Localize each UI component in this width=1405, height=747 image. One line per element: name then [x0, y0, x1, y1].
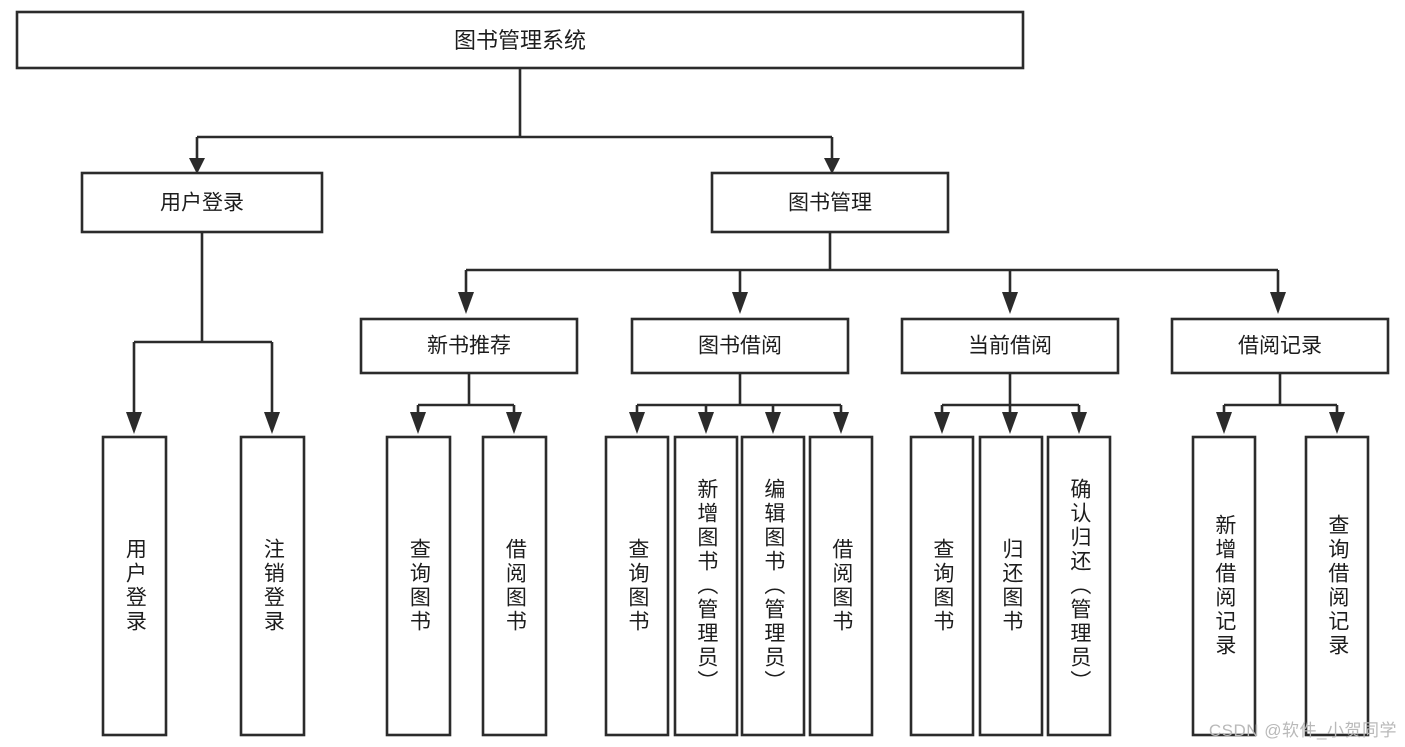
node-layer: 图书管理系统 用户登录 图书管理 新书推荐 图书借阅 当前借阅 借阅记录	[15, 10, 1390, 737]
leaf-box-add-borrow-record[interactable]	[1191, 435, 1257, 737]
node-root-label: 图书管理系统	[454, 28, 586, 53]
leaf-box-logout[interactable]	[239, 435, 306, 737]
node-user-login-label: 用户登录	[160, 192, 244, 215]
watermark-text: CSDN @软件_小贺同学	[1208, 721, 1397, 740]
arrowhead-newbook-leaf-1	[410, 412, 426, 434]
node-book-borrow-box[interactable]	[630, 317, 850, 375]
arrowhead-currentborrow-leaf-1	[934, 412, 950, 434]
arrowhead-newbook-leaf-2	[506, 412, 522, 434]
leaf-box-confirm-return-admin[interactable]	[1046, 435, 1112, 737]
leaf-box-query-borrow-record[interactable]	[1304, 435, 1370, 737]
leaf-box-borrow-book-recommend[interactable]	[481, 435, 548, 737]
arrowhead-currentborrow-leaf-3	[1071, 412, 1087, 434]
node-current-borrow-box[interactable]	[900, 317, 1120, 375]
node-book-borrow-label: 图书借阅	[698, 335, 782, 358]
arrowhead-new-book	[458, 292, 474, 314]
connector-layer	[126, 68, 1345, 434]
arrowhead-currentborrow-leaf-2	[1002, 412, 1018, 434]
leaf-box-return-book[interactable]	[978, 435, 1044, 737]
leaf-box-add-book-admin[interactable]	[673, 435, 739, 737]
leaf-box-query-book-current[interactable]	[909, 435, 975, 737]
arrowhead-bookborrow-leaf-4	[833, 412, 849, 434]
node-root-box[interactable]	[15, 10, 1025, 70]
arrowhead-borrow-record	[1270, 292, 1286, 314]
arrowhead-borrowrecord-leaf-2	[1329, 412, 1345, 434]
arrowhead-bookborrow-leaf-3	[765, 412, 781, 434]
arrowhead-bookborrow-leaf-2	[698, 412, 714, 434]
arrowhead-current-borrow	[1002, 292, 1018, 314]
arrowhead-borrowrecord-leaf-1	[1216, 412, 1232, 434]
node-user-login-box[interactable]	[80, 171, 324, 234]
arrowhead-bookborrow-leaf-1	[629, 412, 645, 434]
node-borrow-record-box[interactable]	[1170, 317, 1390, 375]
arrowhead-user-login	[189, 158, 205, 174]
arrowhead-book-borrow	[732, 292, 748, 314]
node-book-manage-label: 图书管理	[788, 192, 872, 215]
node-new-book-recommend-label: 新书推荐	[427, 335, 511, 358]
arrowhead-leaf-logout	[264, 412, 280, 434]
leaf-box-query-book-recommend[interactable]	[385, 435, 452, 737]
node-new-book-recommend-box[interactable]	[359, 317, 579, 375]
leaf-box-user-login[interactable]	[101, 435, 168, 737]
leaf-box-query-book-borrow[interactable]	[604, 435, 670, 737]
node-current-borrow-label: 当前借阅	[968, 335, 1052, 358]
leaf-box-edit-book-admin[interactable]	[740, 435, 806, 737]
node-borrow-record-label: 借阅记录	[1238, 335, 1322, 358]
arrowhead-book-manage	[824, 158, 840, 174]
arrowhead-leaf-user-login	[126, 412, 142, 434]
node-book-manage-box[interactable]	[710, 171, 950, 234]
leaf-box-borrow-book[interactable]	[808, 435, 874, 737]
